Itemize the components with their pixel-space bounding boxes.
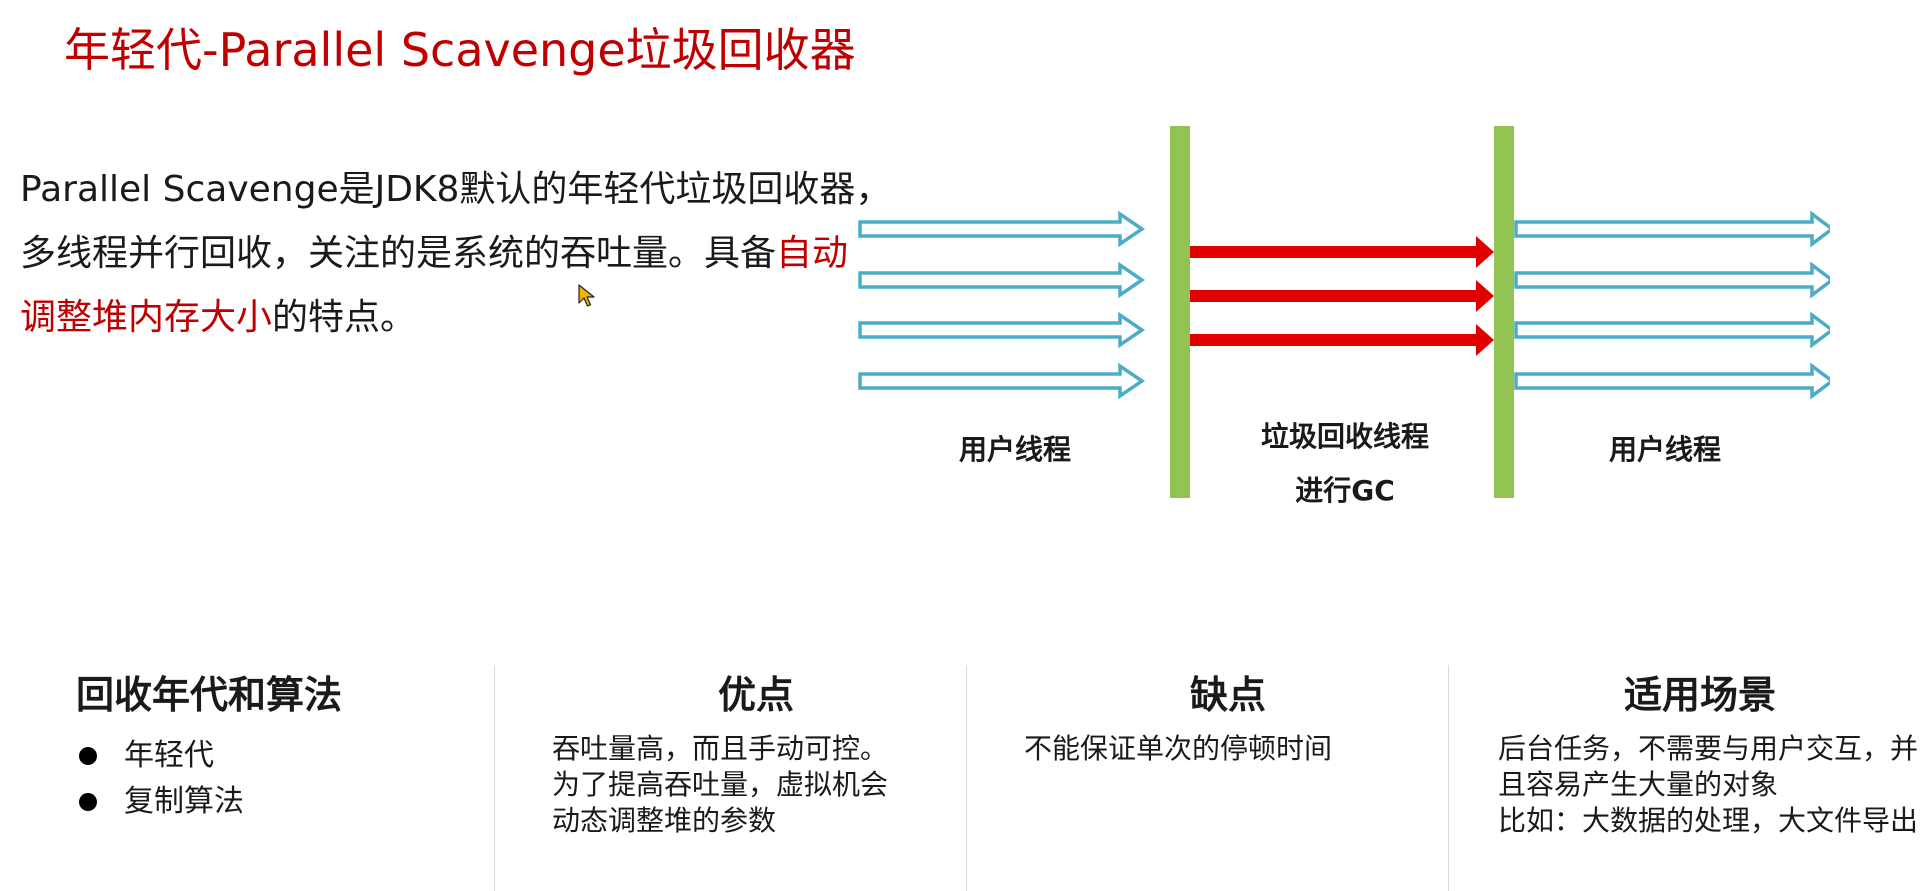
- summary-table: 回收年代和算法 年轻代 复制算法 优点 吞吐量高，而且手动可控。 为了提高吞吐量…: [0, 665, 1920, 891]
- gc-thread-arrow: [1190, 236, 1494, 268]
- right-user-thread-label: 用户线程: [1608, 433, 1721, 466]
- bullet-icon: [79, 793, 97, 811]
- cons-text: 不能保证单次的停顿时间: [1024, 731, 1404, 767]
- pros-line: 为了提高吞吐量，虚拟机会: [552, 768, 889, 801]
- pointer-cursor-icon: [578, 284, 595, 307]
- scenarios-line: 后台任务，不需要与用户交互，并: [1498, 732, 1919, 765]
- scenarios-section: 适用场景 后台任务，不需要与用户交互，并 且容易产生大量的对象 比如：大数据的处…: [1498, 665, 1919, 891]
- bullet-icon: [79, 747, 97, 765]
- user-thread-arrow: [1514, 311, 1835, 349]
- user-thread-arrow: [858, 210, 1146, 248]
- generation-algorithm-section: 回收年代和算法 年轻代 复制算法: [76, 665, 476, 891]
- cons-section: 缺点 不能保证单次的停顿时间: [1024, 665, 1404, 891]
- gc-thread-arrow: [1190, 280, 1494, 312]
- left-user-thread-arrows: [858, 210, 1146, 400]
- column-divider: [966, 665, 967, 891]
- gc-thread-label-line-1: 垃圾回收线程: [1260, 420, 1429, 453]
- gc-diagram-graphic: [858, 126, 1835, 498]
- user-thread-arrow: [858, 311, 1146, 349]
- description-highlight-2: 调整堆内存大小: [20, 297, 273, 338]
- gc-thread-label-line-2: 进行GC: [1295, 474, 1395, 507]
- description-line-3-text: 的特点。: [272, 297, 417, 338]
- left-user-thread-label: 用户线程: [958, 433, 1071, 466]
- right-user-thread-arrows: [1514, 210, 1835, 400]
- scenarios-line: 且容易产生大量的对象: [1498, 768, 1779, 801]
- column-divider: [494, 665, 495, 891]
- list-item-label: 复制算法: [124, 784, 244, 819]
- gc-thread-diagram: 用户线程 垃圾回收线程 进行GC 用户线程: [850, 120, 1835, 520]
- gc-thread-arrows: [1190, 236, 1494, 356]
- pros-section: 优点 吞吐量高，而且手动可控。 为了提高吞吐量，虚拟机会 动态调整堆的参数: [552, 665, 932, 891]
- scenarios-line: 比如：大数据的处理，大文件导出: [1498, 804, 1919, 837]
- cons-line: 不能保证单次的停顿时间: [1024, 732, 1333, 765]
- pros-heading: 优点: [718, 673, 795, 717]
- user-thread-arrow: [1514, 261, 1835, 299]
- cons-heading: 缺点: [1190, 673, 1267, 717]
- generation-algorithm-heading: 回收年代和算法: [76, 673, 343, 717]
- safepoint-bar-right: [1494, 126, 1514, 498]
- pros-line: 动态调整堆的参数: [552, 804, 777, 837]
- page-title: 年轻代-Parallel Scavenge垃圾回收器: [64, 23, 856, 77]
- description: Parallel Scavenge是JDK8默认的年轻代垃圾回收器， 多线程并行…: [20, 158, 892, 350]
- description-line-3: 调整堆内存大小的特点。: [20, 286, 840, 350]
- pros-text: 吞吐量高，而且手动可控。 为了提高吞吐量，虚拟机会 动态调整堆的参数: [552, 731, 932, 839]
- list-item-label: 年轻代: [124, 738, 214, 773]
- scenarios-heading: 适用场景: [1624, 673, 1777, 717]
- user-thread-arrow: [858, 261, 1146, 299]
- gc-thread-label: 垃圾回收线程 进行GC: [1230, 410, 1460, 518]
- description-line-1: Parallel Scavenge是JDK8默认的年轻代垃圾回收器，: [20, 169, 892, 210]
- scenarios-text: 后台任务，不需要与用户交互，并 且容易产生大量的对象 比如：大数据的处理，大文件…: [1498, 731, 1919, 839]
- user-thread-arrow: [1514, 362, 1835, 400]
- description-highlight-1: 自动: [776, 233, 849, 274]
- user-thread-arrow: [858, 362, 1146, 400]
- generation-algorithm-list: 年轻代 复制算法: [76, 733, 476, 825]
- description-line-2-text: 多线程并行回收，关注的是系统的吞吐量。具备: [20, 233, 777, 274]
- gc-thread-arrow: [1190, 324, 1494, 356]
- list-item: 年轻代: [76, 733, 476, 779]
- list-item: 复制算法: [76, 779, 476, 825]
- pros-line: 吞吐量高，而且手动可控。: [552, 732, 889, 765]
- user-thread-arrow: [1514, 210, 1835, 248]
- column-divider: [1448, 665, 1449, 891]
- description-line-2: 多线程并行回收，关注的是系统的吞吐量。具备自动: [20, 222, 848, 286]
- safepoint-bar-left: [1170, 126, 1190, 498]
